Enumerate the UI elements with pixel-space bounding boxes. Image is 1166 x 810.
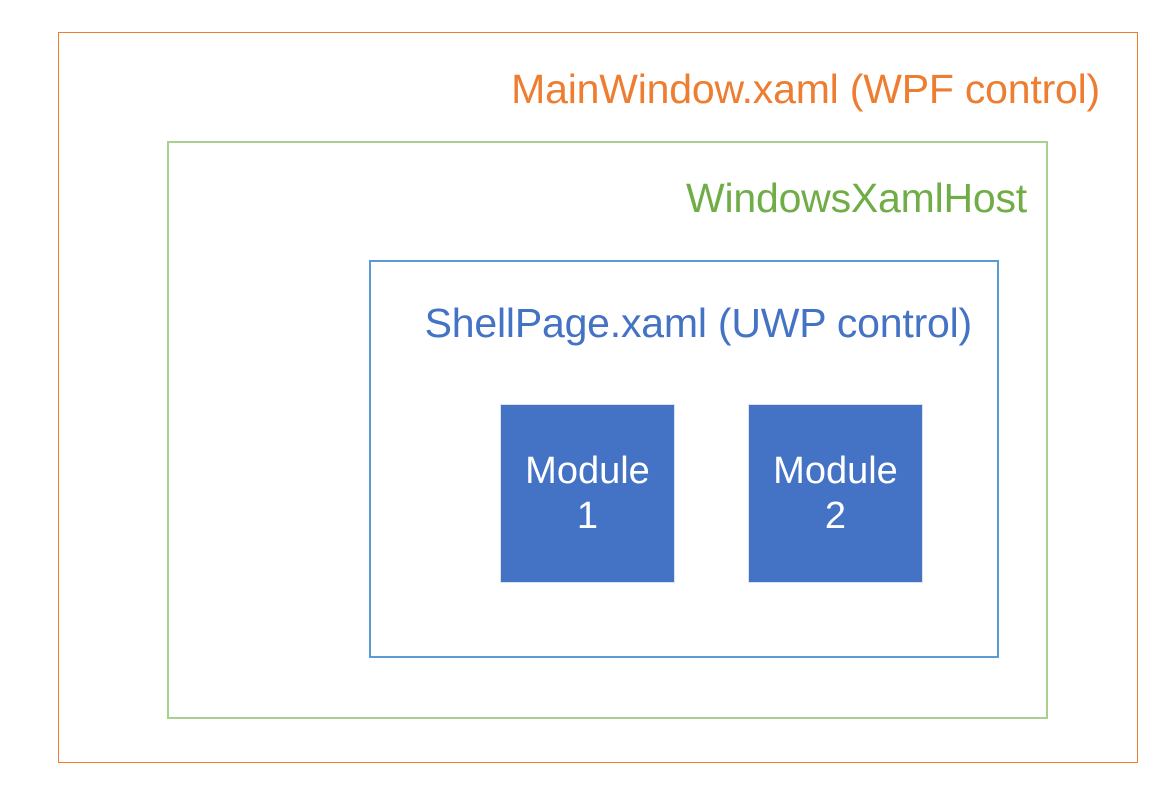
module-1-number: 1 [576,494,599,537]
windowsxamlhost-container [167,141,1048,719]
shellpage-xaml-label: ShellPage.xaml (UWP control) [424,300,973,346]
windowsxamlhost-label: WindowsXamlHost [685,175,1027,221]
module-block-2: Module 2 [748,404,923,583]
mainwindow-xaml-container [58,32,1138,763]
module-1-name: Module [525,449,650,492]
module-2-name: Module [773,449,898,492]
mainwindow-xaml-label: MainWindow.xaml (WPF control) [511,66,1100,112]
shellpage-xaml-container [369,260,999,658]
module-block-1: Module 1 [500,404,675,583]
module-2-number: 2 [824,494,847,537]
